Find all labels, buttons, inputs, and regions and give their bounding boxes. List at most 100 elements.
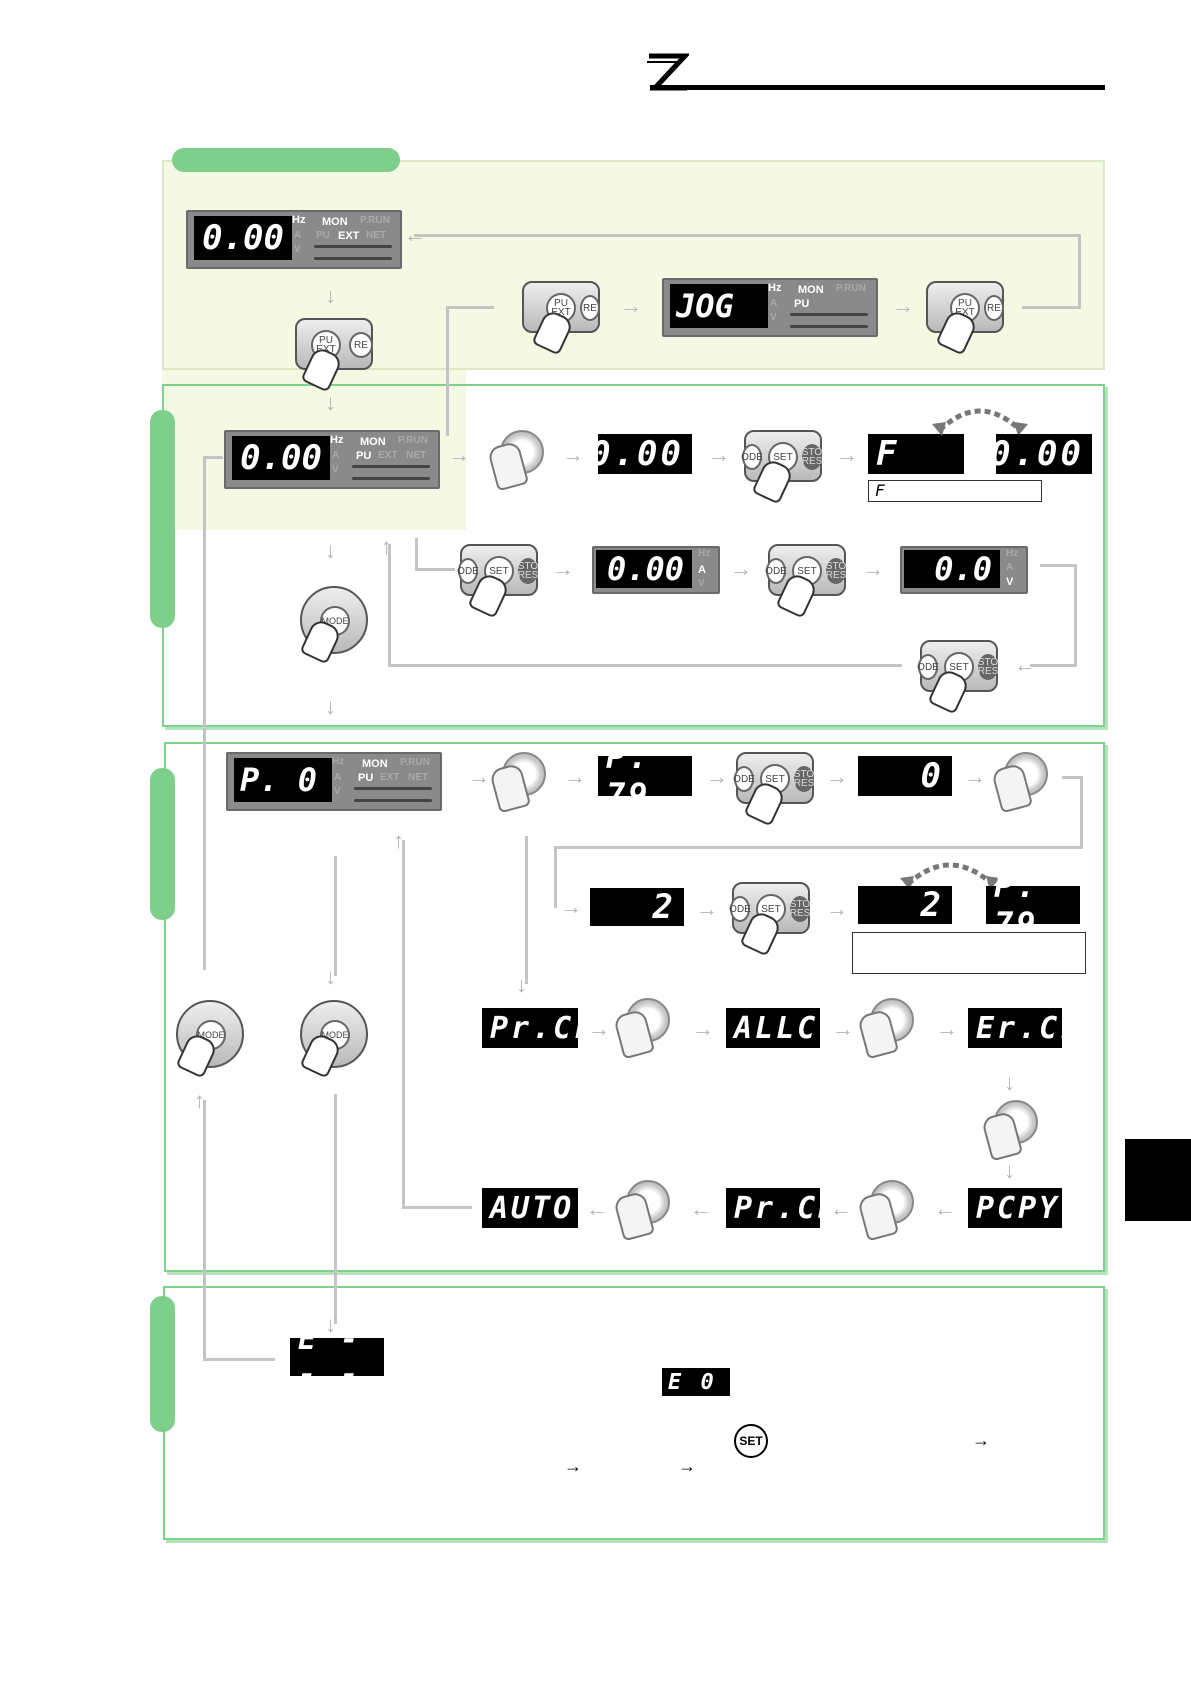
arrow-right: → — [862, 556, 884, 581]
pu-ext-key-1[interactable]: PU EXT RE — [295, 318, 373, 393]
setting-dial[interactable] — [612, 998, 670, 1060]
connector — [1078, 234, 1081, 309]
pu-ext-key-3[interactable]: PU EXT RE — [926, 281, 1004, 356]
setting-dial[interactable] — [488, 752, 546, 814]
arrow-down: ↓ — [1004, 1158, 1015, 1183]
note-box-F: F — [868, 480, 1042, 502]
set-key-3[interactable]: ODE SET STO RES — [765, 544, 846, 619]
arrow-right: → — [730, 556, 752, 581]
set-key-2[interactable]: ODE SET STO RES — [457, 544, 538, 619]
arrow-down: ↓ — [325, 283, 336, 308]
connector — [402, 840, 405, 1209]
arrow-right: → — [832, 1016, 854, 1041]
arrow-up: ↑ — [381, 534, 392, 559]
display-PrCL: Pr.CL — [482, 1008, 592, 1048]
arrow-left: ← — [934, 1196, 956, 1221]
setting-dial[interactable] — [612, 1180, 670, 1242]
note-box-P79 — [852, 932, 1086, 974]
setting-dial[interactable] — [856, 1180, 914, 1242]
arrow-down: ↓ — [325, 390, 336, 415]
indicator-bar — [352, 477, 430, 480]
set-key-5[interactable]: ODE SET STO RES — [733, 752, 814, 827]
pu-ext-key-2[interactable]: PU EXT RE — [522, 281, 600, 356]
mode-button-partial: ODE — [741, 444, 763, 470]
connector — [414, 234, 1081, 237]
unit-v: V — [770, 312, 777, 323]
setting-dial[interactable] — [856, 998, 914, 1060]
arrow-left: ← — [404, 222, 426, 247]
arrow-right: → — [468, 764, 490, 789]
net-label: NET — [366, 230, 386, 241]
indicator-bar — [790, 325, 868, 328]
section-parameter-tab — [150, 768, 175, 920]
prun-label: P.RUN — [398, 435, 428, 446]
ext-label: EXT — [338, 230, 360, 242]
set-key-1[interactable]: ODE SET STO RES — [741, 430, 822, 505]
screen: 0.00 — [232, 436, 330, 480]
screen: JOG — [670, 284, 768, 328]
arrow-right: → — [892, 293, 914, 318]
arrow-down: ↓ — [1004, 1070, 1015, 1095]
blink-arrow-icon — [900, 862, 1000, 890]
re-button: RE — [984, 295, 1004, 321]
setting-dial[interactable] — [990, 752, 1048, 814]
display-ErCL: Er.CL — [968, 1008, 1078, 1048]
connector — [1062, 776, 1082, 779]
unit-a: A — [332, 450, 340, 461]
connector — [554, 846, 1083, 849]
arrow-right: → — [826, 764, 848, 789]
mon-label: MON — [362, 758, 388, 770]
screen: 0.00 — [194, 216, 292, 260]
mode-key-3[interactable]: MODE — [175, 1000, 244, 1079]
unit-a: A — [770, 298, 778, 309]
panel-volt-display: 0.0 V Hz A — [900, 546, 1028, 594]
set-icon: SET — [734, 1424, 768, 1458]
indicator-bar — [314, 245, 392, 248]
unit-hz: Hz — [332, 756, 345, 767]
arrow-right: → — [692, 1016, 714, 1041]
unit-hz: Hz — [292, 214, 306, 226]
section-monitor-title-tab — [172, 148, 400, 172]
unit-hz: Hz — [698, 548, 711, 559]
display-ALLC: ALLC — [726, 1008, 820, 1048]
arrow-right: → — [620, 293, 642, 318]
arrow-right: → — [964, 764, 986, 789]
connector — [203, 1358, 275, 1361]
arrow-right: → — [448, 442, 470, 467]
display-PCPY: PCPY — [968, 1188, 1062, 1228]
set-button[interactable]: SET — [768, 442, 798, 472]
arrow-right: → — [564, 764, 586, 789]
connector — [402, 1206, 472, 1209]
arrow-down: ↓ — [325, 1312, 336, 1337]
pu-label: PU — [358, 772, 374, 784]
ext-label: EXT — [380, 772, 400, 783]
connector — [446, 306, 494, 309]
set-key-4[interactable]: ODE SET STO RES — [917, 640, 998, 715]
panel-jog-display: JOG Hz A V MON P.RUN PU — [662, 278, 878, 337]
unit-v: V — [1006, 576, 1014, 588]
prun-label: P.RUN — [400, 757, 430, 768]
arrow-right: → — [552, 556, 574, 581]
connector — [554, 846, 557, 908]
mode-key-2[interactable]: MODE — [299, 1000, 368, 1079]
pu-label: PU — [794, 298, 810, 310]
mode-button-partial: ODE — [917, 654, 939, 680]
unit-a: A — [334, 772, 342, 783]
setting-dial[interactable] — [486, 430, 544, 492]
re-button: RE — [349, 332, 373, 358]
stop-reset-button: STO RES — [794, 766, 814, 792]
display-P79-a: P. 79 — [598, 738, 692, 814]
mode-button-partial: ODE — [765, 558, 787, 584]
arrow-down: ↓ — [325, 964, 336, 989]
net-label: NET — [408, 772, 428, 783]
blink-indicator — [930, 400, 1030, 438]
mode-key-1[interactable]: MODE — [299, 586, 368, 665]
setting-dial[interactable] — [980, 1100, 1038, 1162]
panel-run-display-1: 0.00 Hz A V MON P.RUN PU EXT NET — [186, 210, 402, 269]
arrow-down: ↓ — [325, 694, 336, 719]
set-key-6[interactable]: ODE SET STO RES — [729, 882, 810, 957]
arrow-up: ↑ — [194, 1088, 205, 1113]
mode-button-partial: ODE — [729, 896, 751, 922]
connector — [203, 1100, 206, 1360]
connector — [388, 664, 902, 667]
